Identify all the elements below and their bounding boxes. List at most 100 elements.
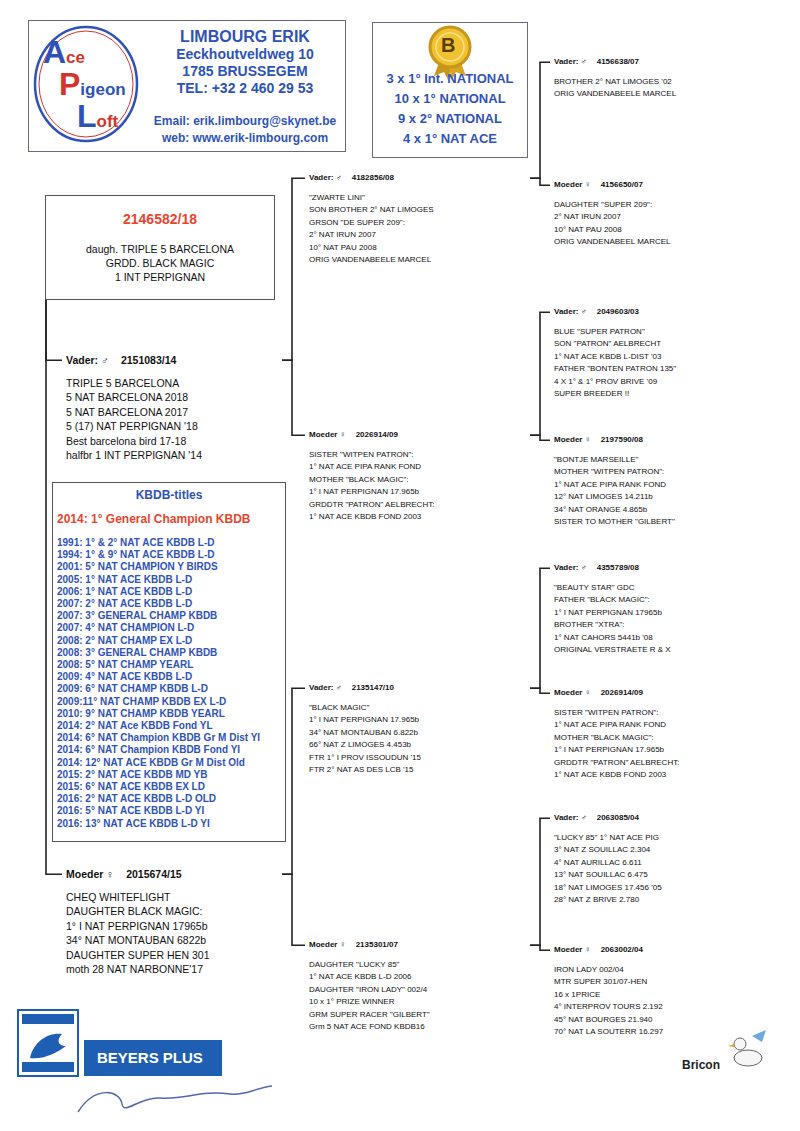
- result-line: 1° NAT CAHORS 5441b '08: [554, 632, 784, 645]
- result-line: DAUGHTER "SUPER 209":: [554, 199, 784, 212]
- body-text: 2010: 9° NAT CHAMP KBDB YEARL: [57, 708, 281, 720]
- logo-ring: [39, 31, 133, 137]
- result-line: 34° NAT MONTAUBAN 6.822b: [309, 727, 528, 740]
- result-line: GRM SUPER RACER "GILBERT": [309, 1009, 528, 1022]
- result-line: ORIG VANDENABEELE MARCEL: [309, 254, 528, 267]
- loft-logo: AcePigeonLoft: [33, 25, 139, 143]
- result-line: 1° NAT ACE KBDB L-DIST '03: [554, 351, 784, 364]
- result-line: 3° NAT Z SOUILLAC 2.304: [554, 844, 784, 857]
- result-line: 28° NAT Z BRIVE 2.780: [554, 894, 784, 907]
- pedigree-bracket: [46, 300, 62, 360]
- body-text: Eeckhoutveldweg 10: [153, 46, 337, 63]
- result-line: DAUGHTER BLACK MAGIC:: [66, 904, 280, 919]
- body-text: 2015: 6° NAT ACE KBDB EX LD: [57, 781, 281, 793]
- ring-number: 2026914/09: [356, 429, 398, 442]
- result-line: 1° NAT ACE KBDB FOND 2003: [554, 769, 784, 782]
- result-line: GRDDTR "PATRON" AELBRECHT:: [309, 499, 528, 512]
- result-line: 1° NAT ACE KBDB FOND 2003: [309, 511, 528, 524]
- sire-entry: Vader: ♂4156638/07BROTHER 2° NAT LIMOGES…: [550, 50, 786, 103]
- duck-beak: [728, 1044, 734, 1047]
- parent-role: Vader: ♂: [554, 56, 587, 69]
- pedigree-bracket: [530, 62, 550, 178]
- body-text: 2009:11° NAT CHAMP KBDB EX L-D: [57, 696, 281, 708]
- result-line: FTR 1° I PROV ISSOUDUN '15: [309, 752, 528, 765]
- result-line: 34° NAT ORANGE 4.865b: [554, 504, 784, 517]
- heading-text: 2146582/18: [52, 210, 268, 228]
- parent-role: Vader: ♂: [309, 682, 342, 695]
- result-line: "BEAUTY STAR" GDC: [554, 582, 784, 595]
- bricon-duck: [728, 1030, 766, 1066]
- result-line: moth 28 NAT NARBONNE'17: [66, 962, 280, 977]
- result-line: GRDDTR "PATRON" AELBRECHT:: [554, 757, 784, 770]
- sire-entry: Vader: ♂2135147/10"BLACK MAGIC"1° I NAT …: [305, 676, 530, 779]
- body-text: 2014: 2° NAT Ace KBDB Fond YL: [57, 720, 281, 732]
- result-line: GRSON "DE SUPER 209":: [309, 217, 528, 230]
- body-text: 2016: 2° NAT ACE KBDB L-D OLD: [57, 793, 281, 805]
- result-line: 4 X 1° & 1° PROV BRIVE '09: [554, 376, 784, 389]
- parent-role: Vader: ♂: [554, 812, 587, 825]
- body-text: 2007: 2° NAT ACE KBDB L-D: [57, 598, 281, 610]
- brand-bar: [84, 1040, 222, 1076]
- heading-text: 3 x 1° Int. NATIONAL: [379, 69, 521, 89]
- pedigree-bracket: [282, 874, 305, 945]
- result-line: FATHER "BONTEN PATRON 135": [554, 363, 784, 376]
- result-line: "BLACK MAGIC": [309, 702, 528, 715]
- result-line: 13° NAT SOUILLAC 6.475: [554, 869, 784, 882]
- result-line: ORIG VANDENABEELE MARCEL: [554, 88, 784, 101]
- result-line: 16 x 1PRICE: [554, 989, 784, 1002]
- ring-number: 2135301/07: [356, 939, 398, 952]
- body-text: 2014: 1° General Champion KBDB: [57, 511, 281, 527]
- ring-number: 2197590/08: [601, 434, 643, 447]
- medal-letter: B: [441, 34, 455, 57]
- body-text: Email: erik.limbourg@skynet.be: [153, 113, 337, 130]
- body-text: 2008: 2° NAT CHAMP EX L-D: [57, 635, 281, 647]
- parent-role: Moeder ♀: [66, 867, 114, 882]
- dam-entry: Moeder ♀2026914/09SISTER "WITPEN PATRON"…: [305, 423, 530, 526]
- dam-entry: Moeder ♀4156650/07DAUGHTER "SUPER 209":2…: [550, 173, 786, 251]
- parent-role: Moeder ♀: [554, 944, 591, 957]
- pedigree-bracket: [530, 568, 550, 688]
- result-line: MOTHER "WITPEN PATRON":: [554, 466, 784, 479]
- result-line: 66° NAT Z LIMOGES 4.453b: [309, 739, 528, 752]
- body-text: 4 x 1° NAT ACE: [379, 129, 521, 149]
- result-line: 1° NAT ACE PIPA RANK FOND: [554, 479, 784, 492]
- dam-entry: Moeder ♀ 2063002/04IRON LADY 002/04MTR SU…: [550, 938, 786, 1041]
- ring-number: 4156650/07: [601, 179, 643, 192]
- pedigree-bracket: [282, 178, 305, 360]
- result-line: 12° NAT LIMOGES 14.211b: [554, 491, 784, 504]
- result-line: FTR 2° NAT AS DES LCB '15: [309, 764, 528, 777]
- result-line: 1° I NAT PERPIGNAN 17965b: [554, 607, 784, 620]
- result-line: ORIG VANDENABEEL MARCEL: [554, 236, 784, 249]
- result-line: 5 NAT BARCELONA 2018: [66, 390, 280, 405]
- result-line: SISTER "WITPEN PATRON":: [554, 707, 784, 720]
- result-line: MTR SUPER 301/07-HEN: [554, 976, 784, 989]
- parent-role: Moeder ♀: [554, 687, 591, 700]
- result-line: 1° I NAT PERPIGNAN 17965b: [66, 919, 280, 934]
- titles-list-box: KBDB-titles 2014: 1° General Champion KBD…: [52, 482, 286, 842]
- subject-box: 2146582/18daugh. TRIPLE 5 BARCELONAGRDD.…: [45, 195, 275, 300]
- heading-text: KBDB-titles: [57, 487, 281, 503]
- result-line: 1° NAT ACE KBDB L-D 2006: [309, 971, 528, 984]
- ring-number: 2063002/04: [601, 944, 643, 957]
- pedigree-bracket: [530, 312, 550, 435]
- ring-number: 2015674/15: [126, 867, 181, 882]
- logo-band: [22, 1014, 74, 1024]
- ring-number: 2063085/04: [597, 812, 639, 825]
- ring-number: 4182856/08: [352, 172, 394, 185]
- result-line: SON BROTHER 2° NAT LIMOGES: [309, 204, 528, 217]
- result-line: ORIGINAL VERSTRAETE R & X: [554, 644, 784, 657]
- result-line: IRON LADY 002/04: [554, 964, 784, 977]
- body-text: 2016: 13° NAT ACE KBDB L-D YI: [57, 818, 281, 830]
- duck-cup: [752, 1030, 766, 1042]
- result-line: MOTHER "BLACK MAGIC":: [309, 474, 528, 487]
- body-text: 2007: 3° GENERAL CHAMP KBDB: [57, 610, 281, 622]
- sire-entry: Vader: ♂4182856/08"ZWARTE LINI"SON BROTH…: [305, 166, 530, 269]
- parent-role: Vader: ♂: [66, 353, 109, 368]
- duck-body: [734, 1050, 762, 1066]
- result-line: 4° INTERPROV TOURS 2.192: [554, 1001, 784, 1014]
- body-text: 2009: 6° NAT CHAMP KBDB L-D: [57, 683, 281, 695]
- sire-entry: Vader: ♂2063085/04"LUCKY 85" 1° NAT ACE …: [550, 806, 786, 909]
- body-text: 9 x 2° NATIONAL: [379, 109, 521, 129]
- result-line: 10 x 1° PRIZE WINNER: [309, 996, 528, 1009]
- result-line: 2° NAT IRUN 2007: [554, 211, 784, 224]
